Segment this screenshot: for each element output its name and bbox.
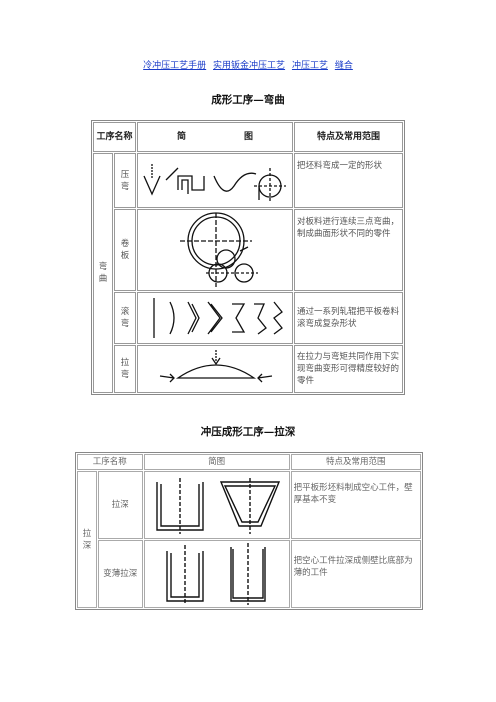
op-roll-forming: 滚弯	[114, 292, 136, 344]
header-diagram-a: 简	[176, 132, 186, 142]
ironing-diagram	[143, 540, 290, 608]
desc-ironing: 把空心工件拉深成侧壁比底部为薄的工件	[290, 540, 421, 608]
nav-link-3[interactable]: 缝合	[334, 61, 353, 71]
op-roll-bending: 卷板	[114, 209, 136, 291]
section2-title: 冲压成形工序—拉深	[200, 426, 296, 438]
desc-roll-forming: 通过一系列轧辊把平板卷料滚弯成复杂形状	[294, 292, 403, 344]
op-press-bending: 压弯	[114, 153, 136, 208]
desc-press-bending: 把坯料弯成一定的形状	[294, 153, 403, 208]
section1-title: 成形工序—弯曲	[211, 94, 285, 106]
header-diagram: 简图	[137, 122, 293, 152]
drawing-table: 工序名称 简图 特点及常用范围 拉深 拉深 把平板形坯料制成空心工件，壁厚基本不…	[75, 452, 423, 610]
header-name: 工序名称	[93, 122, 136, 152]
deep-drawing-diagram	[143, 471, 290, 539]
header2-name: 工序名称	[77, 454, 143, 470]
nav-link-1[interactable]: 实用钣金冲压工艺	[213, 61, 286, 71]
nav-links: 冷冲压工艺手册 实用钣金冲压工艺 冲压工艺 缝合	[0, 58, 496, 71]
bending-table: 工序名称 简图 特点及常用范围 弯曲 压弯	[91, 120, 405, 395]
header-feature: 特点及常用范围	[294, 122, 403, 152]
op-ironing: 变薄拉深	[98, 540, 143, 608]
desc-deep-drawing: 把平板形坯料制成空心工件，壁厚基本不变	[290, 471, 421, 539]
roll-bending-diagram	[137, 209, 293, 291]
op-deep-drawing: 拉深	[98, 471, 143, 539]
header2-feature: 特点及常用范围	[290, 454, 421, 470]
category-bending: 弯曲	[93, 153, 113, 393]
roll-forming-diagram	[137, 292, 293, 344]
desc-stretch-bending: 在拉力与弯矩共同作用下实现弯曲变形可得精度较好的零件	[294, 345, 403, 393]
press-bending-diagram	[137, 153, 293, 208]
stretch-bending-diagram	[137, 345, 293, 393]
category-drawing: 拉深	[77, 471, 97, 608]
header-diagram-b: 图	[244, 132, 254, 142]
header2-diagram: 简图	[143, 454, 290, 470]
desc-roll-bending: 对板料进行连续三点弯曲，制成曲面形状不同的零件	[294, 209, 403, 291]
nav-link-0[interactable]: 冷冲压工艺手册	[143, 61, 207, 71]
nav-link-2[interactable]: 冲压工艺	[291, 61, 328, 71]
op-stretch-bending: 拉弯	[114, 345, 136, 393]
